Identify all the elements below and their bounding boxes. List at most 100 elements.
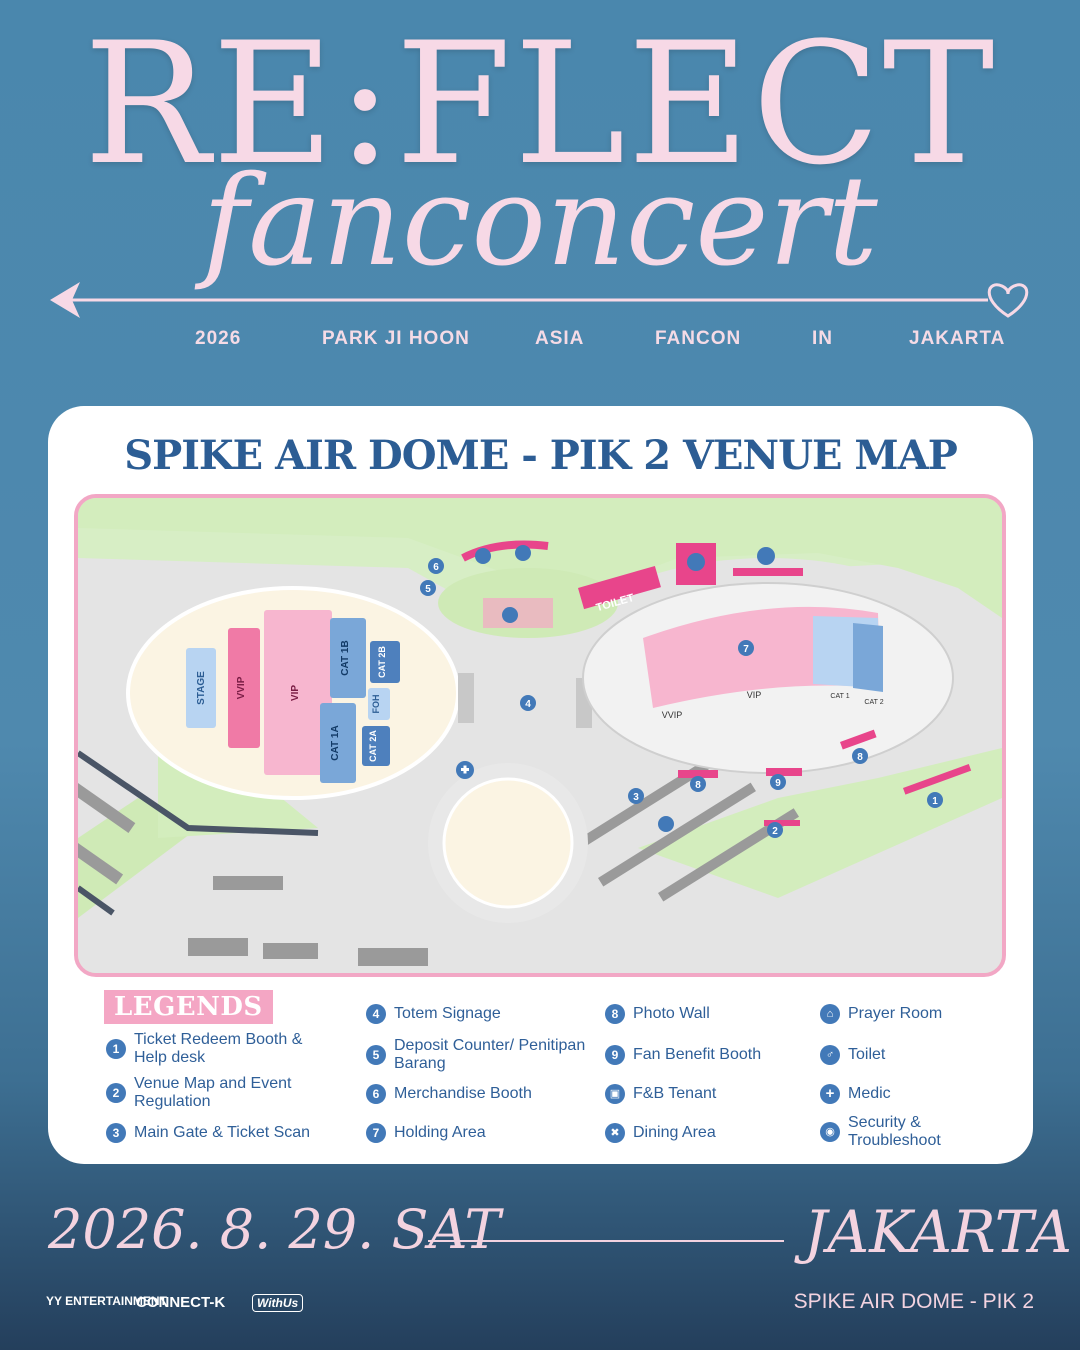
venue-name: SPIKE AIR DOME - PIK 2 — [793, 1290, 1034, 1313]
marker-2[interactable]: 2 — [767, 822, 783, 838]
legend-num-3: 3 — [106, 1123, 126, 1143]
arrow-heart-icon — [50, 282, 1029, 318]
medic-icon: + — [820, 1084, 840, 1104]
connect-k-logo: CONNECT-K — [136, 1294, 226, 1311]
marker-9-label: 9 — [775, 778, 781, 789]
holding-cat2-label: CAT 2 — [864, 699, 883, 706]
ticket-booth — [903, 764, 972, 795]
dining-map-icon — [502, 607, 518, 623]
subtitle-artist: PARK JI HOON — [322, 328, 470, 349]
food-truck-icon: ▣ — [605, 1084, 625, 1104]
foh-block — [368, 688, 390, 720]
photo-wall-2 — [840, 729, 877, 750]
marker-8c[interactable]: 9 — [770, 774, 786, 790]
prayer-room-icon: ⌂ — [820, 1004, 840, 1024]
marker-4-label: 4 — [525, 699, 531, 710]
legend-text-security: Security & Troubleshoot — [848, 1114, 941, 1149]
cat2b-label: CAT 2B — [377, 646, 387, 678]
legend-num-7: 7 — [366, 1123, 386, 1143]
holding-vip-label: VIP — [747, 690, 762, 700]
marker-3[interactable]: 3 — [628, 788, 644, 804]
subtitle-fancon: FANCON — [655, 328, 742, 349]
photo-wall-1 — [678, 770, 718, 778]
yy-entertainment-logo: YY ENTERTAINMENT — [46, 1294, 167, 1308]
legend-text-fnb: F&B Tenant — [633, 1085, 717, 1102]
toilet-block-pink — [733, 568, 803, 576]
event-city: JAKARTA — [804, 1198, 1073, 1266]
event-title: RE:FLECT — [83, 6, 997, 202]
legend-text-medic: Medic — [848, 1085, 891, 1102]
legend-text-1: Ticket Redeem Booth & Help desk — [134, 1031, 303, 1066]
legend-item-3: 3 Main Gate & Ticket Scan — [106, 1123, 310, 1143]
foh-label: FOH — [371, 695, 381, 714]
withus-logo: WithUs — [252, 1294, 304, 1312]
vip-label: VIP — [290, 685, 301, 701]
fan-benefit-booth — [766, 768, 802, 776]
subtitle-asia: ASIA — [535, 328, 585, 349]
cat1a-block — [320, 703, 356, 783]
event-script-title: fanconcert — [202, 150, 878, 294]
fnb-map-icon-2 — [515, 545, 531, 561]
legend-item-4: 4 Totem Signage — [366, 1004, 501, 1024]
footer-divider — [428, 1240, 784, 1242]
venue-map-card: SPIKE AIR DOME - PIK 2 VENUE MAP — [48, 406, 1033, 1164]
marker-7[interactable]: 7 — [738, 640, 754, 656]
subtitle-city: JAKARTA — [909, 328, 1006, 349]
card-title: SPIKE AIR DOME - PIK 2 VENUE MAP — [124, 432, 958, 479]
dining-area — [483, 598, 553, 628]
fnb-tenant-row — [461, 540, 549, 562]
grass-top — [78, 498, 1002, 618]
legend-item-5: 5 Deposit Counter/ Penitipan Barang — [366, 1037, 594, 1073]
venue-map-svg: STAGE VVIP VIP CAT 1B CAT 2B FOH CAT 1A … — [78, 498, 1002, 973]
dome — [442, 777, 574, 909]
toilet-icon: ♂ — [820, 1045, 840, 1065]
parking-lots — [78, 757, 799, 966]
marker-6[interactable]: 6 — [428, 558, 444, 574]
toilet-map-icon — [757, 547, 775, 565]
marker-3-label: 3 — [633, 792, 639, 803]
legend-text-7: Holding Area — [394, 1124, 486, 1141]
marker-8a[interactable]: 8 — [690, 776, 706, 792]
venue-map: STAGE VVIP VIP CAT 1B CAT 2B FOH CAT 1A … — [74, 494, 1006, 977]
legend-num-8: 8 — [605, 1004, 625, 1024]
marker-2-label: 2 — [772, 826, 778, 837]
legend-num-1: 1 — [106, 1039, 126, 1059]
marker-7-label: 7 — [743, 644, 749, 655]
vip-block — [264, 610, 332, 775]
legend-item-dining: ✖ Dining Area — [605, 1123, 716, 1143]
marker-4[interactable]: 4 — [520, 695, 536, 711]
legend-num-5: 5 — [366, 1045, 386, 1065]
event-date: 2026. 8. 29. SAT — [48, 1198, 501, 1261]
security-map-icon — [658, 816, 674, 832]
vvip-block — [228, 628, 260, 748]
legend-num-2: 2 — [106, 1083, 126, 1103]
vvip-label: VVIP — [236, 676, 247, 699]
holding-cat1-label: CAT 1 — [830, 693, 849, 700]
subtitle-year: 2026 — [195, 328, 242, 349]
legend-item-2: 2 Venue Map and Event Regulation — [106, 1075, 334, 1111]
legend-text-toilet: Toilet — [848, 1046, 886, 1063]
marker-1[interactable]: 1 — [927, 792, 943, 808]
entrance-block-left — [458, 673, 474, 723]
cutlery-icon: ✖ — [605, 1123, 625, 1143]
legend-text-8: Photo Wall — [633, 1005, 710, 1022]
legend-title: LEGENDS — [104, 990, 273, 1024]
cat2a-block — [362, 726, 390, 766]
legend-text-prayer: Prayer Room — [848, 1005, 943, 1022]
medic-map-icon — [456, 761, 474, 779]
legend-num-6: 6 — [366, 1084, 386, 1104]
prayer-room-map-icon — [687, 553, 705, 571]
cat1b-block — [330, 618, 366, 698]
marker-8a-label: 8 — [695, 780, 701, 791]
legend-item-8: 8 Photo Wall — [605, 1004, 710, 1024]
marker-8b[interactable]: 8 — [852, 748, 868, 764]
toilet-facility — [578, 565, 661, 610]
legend-item-1: 1 Ticket Redeem Booth & Help desk — [106, 1031, 334, 1067]
curb-dark-2 — [78, 885, 115, 916]
legend-item-6: 6 Merchandise Booth — [366, 1084, 532, 1104]
legend-text-5: Deposit Counter/ Penitipan Barang — [394, 1037, 586, 1072]
curb-dark — [78, 750, 319, 836]
legend-num-4: 4 — [366, 1004, 386, 1024]
marker-5[interactable]: 5 — [420, 580, 436, 596]
legend-item-security: ◉ Security & Troubleshoot — [820, 1114, 978, 1150]
